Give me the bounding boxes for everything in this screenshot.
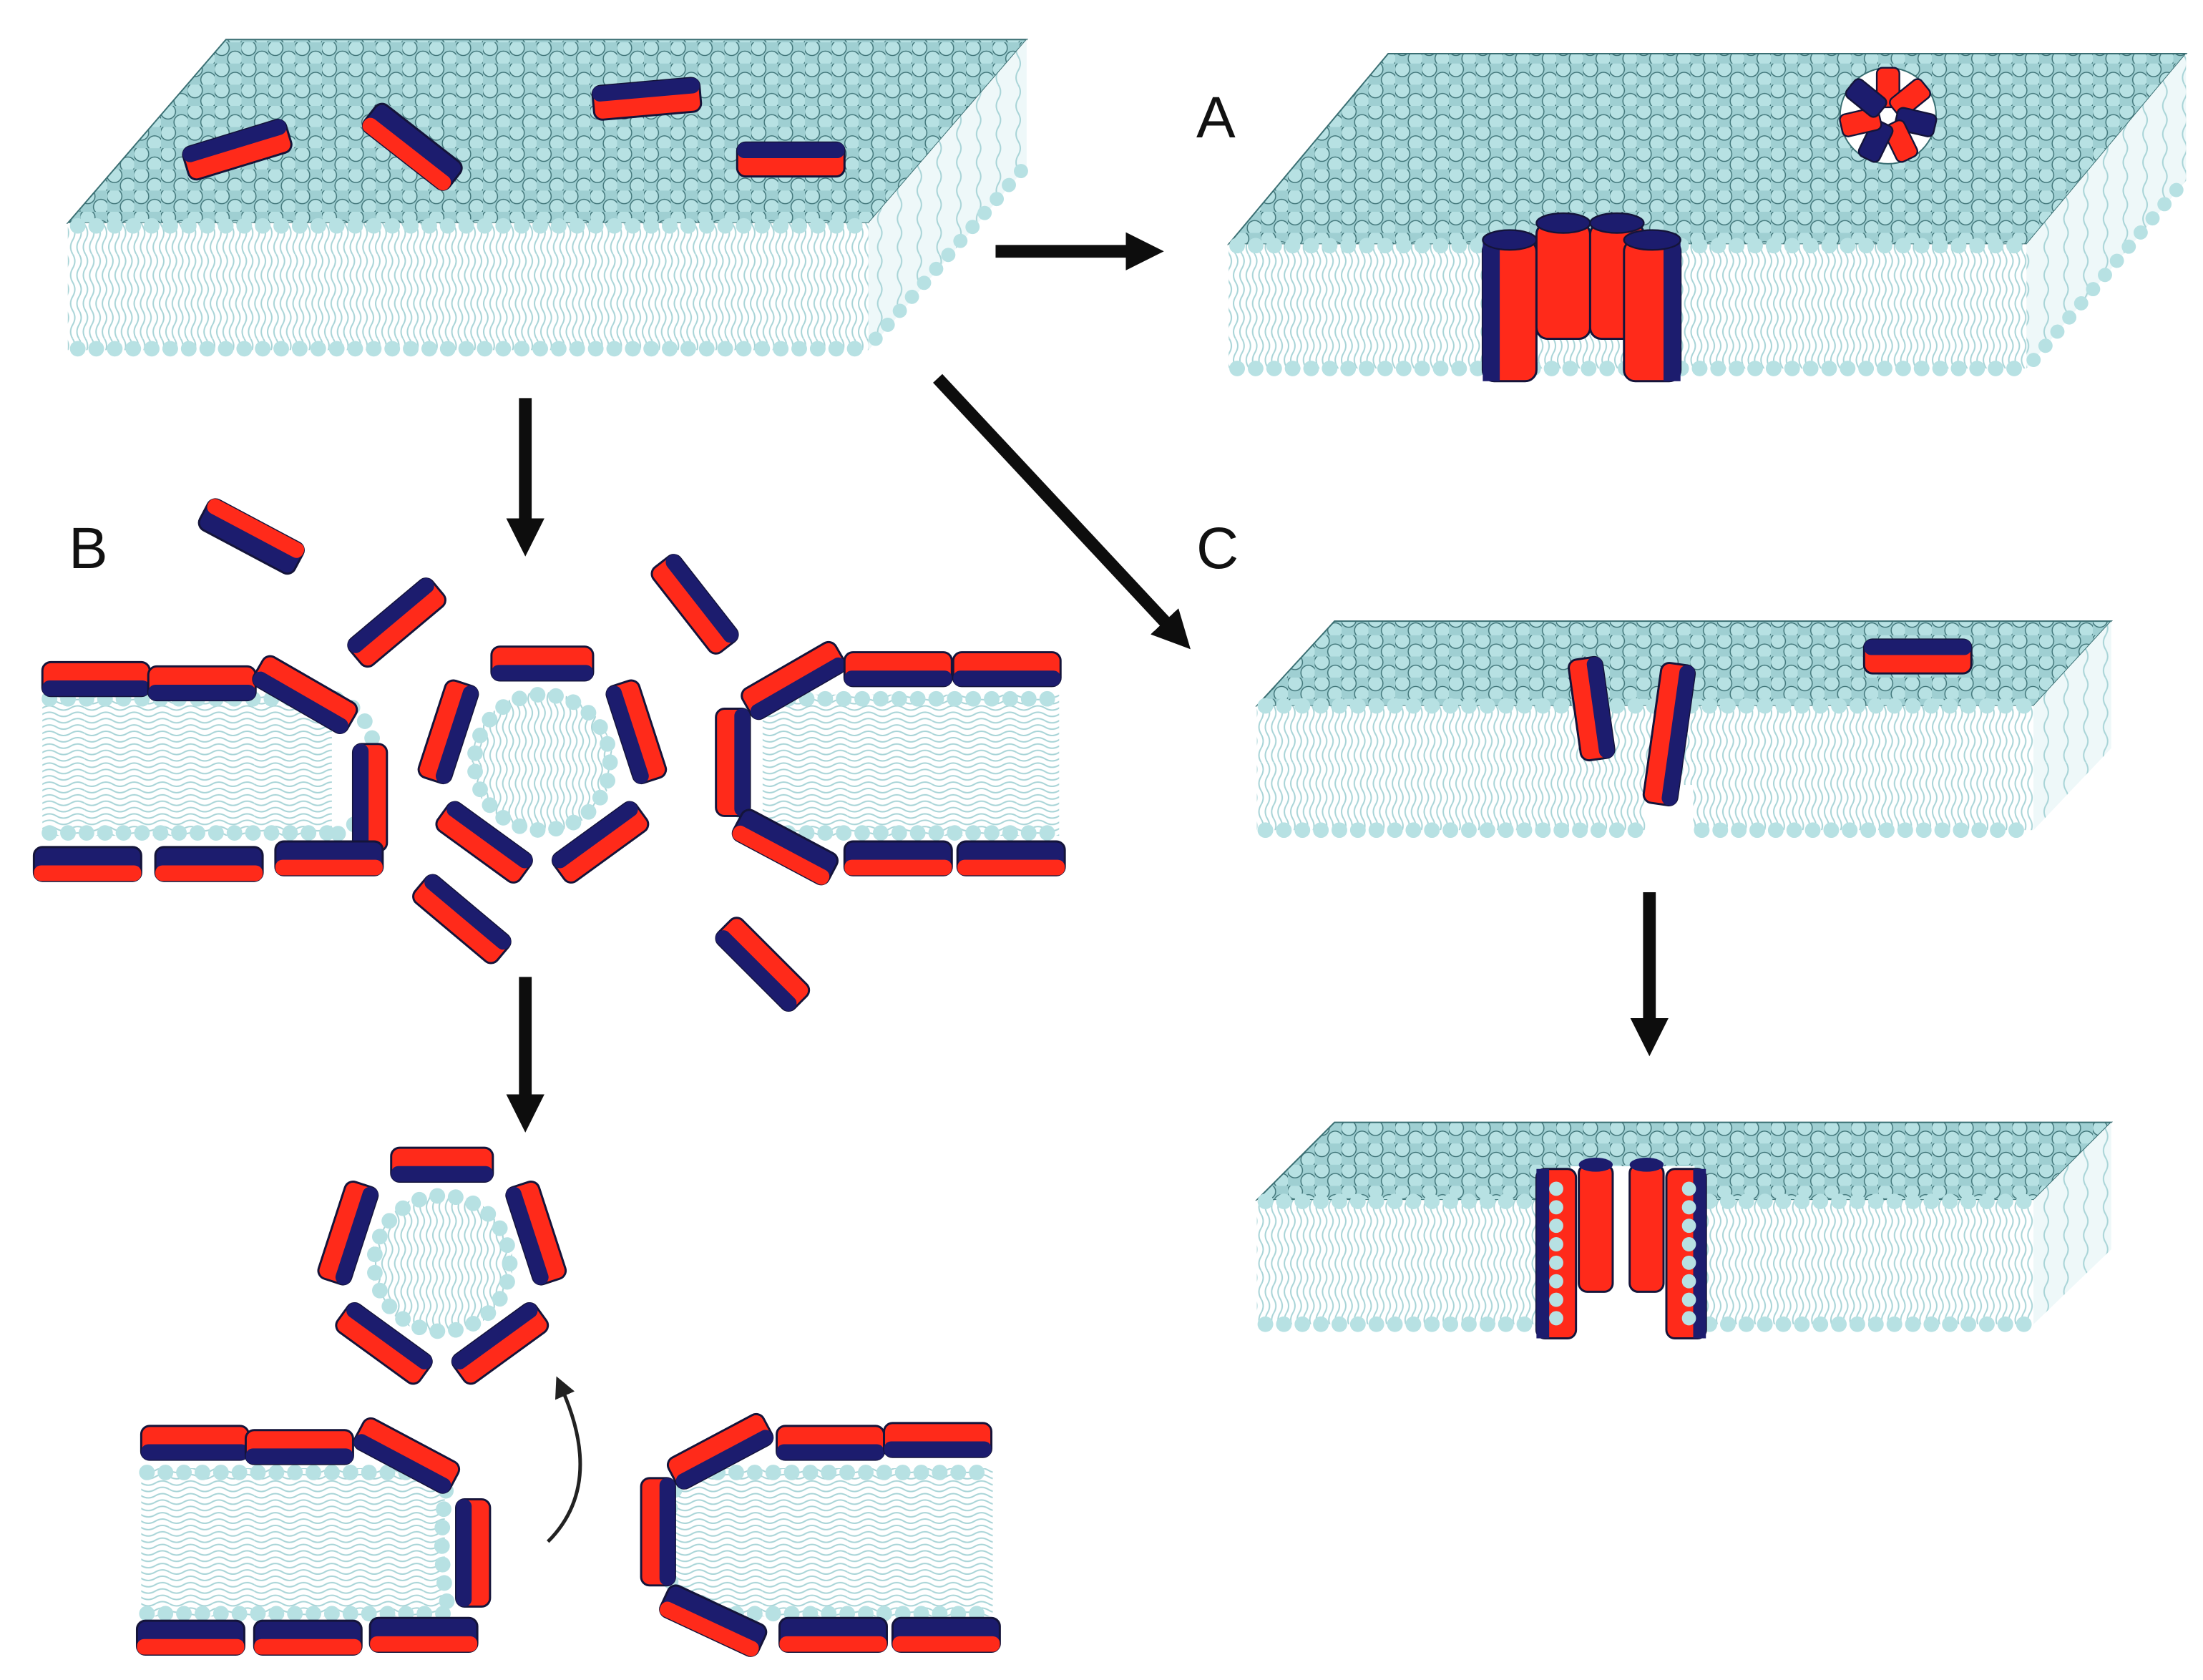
panel-c-membrane-1 (1255, 620, 2113, 841)
panel-a-membrane (1227, 52, 2189, 376)
free-peptides (197, 498, 811, 1012)
micelle-center (417, 645, 668, 884)
membrane-side-heads (868, 162, 1030, 346)
membrane-top-surface (66, 39, 1029, 224)
micelle-released (317, 1146, 567, 1385)
disrupted-bilayer-bottom-left (135, 1417, 492, 1656)
membrane-side-heads (2026, 176, 2189, 368)
carpet-micelle-icon (32, 498, 1066, 1657)
peptide (736, 141, 846, 178)
panel-label-b: B (69, 516, 108, 581)
toroidal-pore-icon (1255, 1121, 2114, 1339)
membrane-side-face (2033, 621, 2111, 831)
disrupted-bilayer-bottom-right (640, 1412, 1001, 1657)
pore-cross-section (1481, 212, 1682, 383)
membrane-top-surface (1227, 52, 2188, 245)
membrane-front-face (67, 223, 869, 351)
disrupted-bilayer-right (715, 640, 1066, 886)
panel-label-a: A (1196, 85, 1236, 150)
membrane-side-face (2033, 1122, 2111, 1324)
surface-peptides (182, 77, 846, 191)
peptide (182, 119, 293, 181)
disrupted-bilayer-left (32, 655, 389, 882)
arrow-diagonal-icon (933, 373, 1191, 650)
pore-top-view (1839, 67, 1938, 165)
peptide (361, 102, 463, 191)
membrane-side-face (2026, 53, 2187, 368)
barrel-stave-pore-icon (1481, 67, 1938, 383)
membrane-side-face (868, 39, 1027, 351)
peptide (591, 77, 703, 121)
arrows (506, 232, 1669, 1543)
initial-membrane (66, 39, 1030, 357)
curved-arrow-icon (547, 1376, 582, 1543)
panel-label-c: C (1196, 516, 1239, 581)
